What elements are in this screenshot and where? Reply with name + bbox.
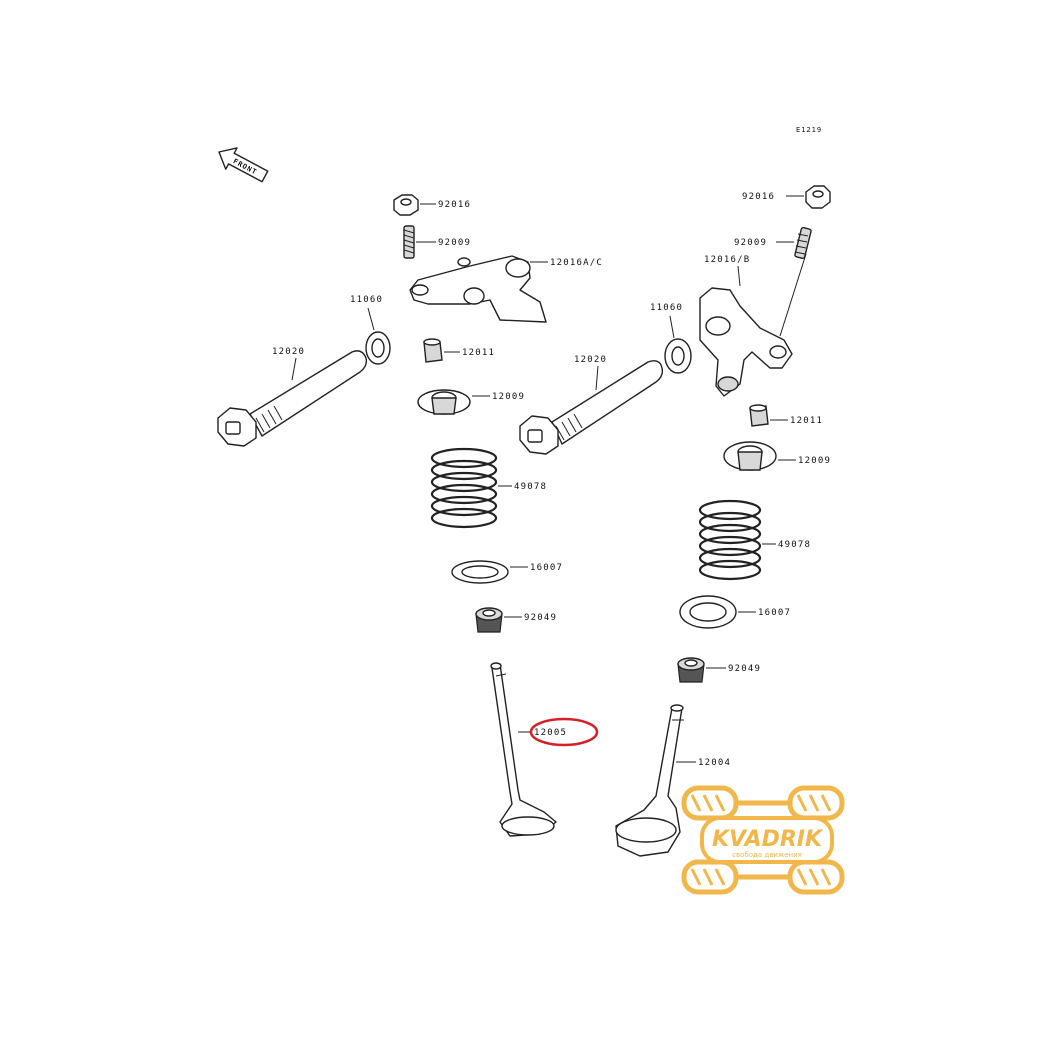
valve-spring-49078-left xyxy=(430,447,498,529)
label-12011-right: 12011 xyxy=(790,416,823,426)
valve-12005 xyxy=(490,662,557,837)
kvadrik-logo: KVADRIK свобода движения xyxy=(681,785,845,895)
retainer-12009-left xyxy=(417,389,471,415)
adjusting-screw-92009-left xyxy=(403,225,415,259)
label-92016-left: 92016 xyxy=(438,200,471,210)
label-49078-left: 49078 xyxy=(514,482,547,492)
label-12016b: 12016/B xyxy=(704,255,750,265)
rocker-arm-12016ac xyxy=(409,255,547,323)
valve-spring-49078-right xyxy=(698,499,762,581)
oil-seal-92049-left xyxy=(475,607,503,633)
label-92009-right: 92009 xyxy=(734,238,767,248)
nut-92016-right xyxy=(805,185,831,209)
label-11060-left: 11060 xyxy=(350,295,383,305)
label-12009-right: 12009 xyxy=(798,456,831,466)
washer-11060-left xyxy=(365,331,391,365)
washer-11060-right xyxy=(664,338,692,374)
front-arrow-icon: FRONT xyxy=(218,147,269,183)
label-92009-left: 92009 xyxy=(438,238,471,248)
label-12005: 12005 xyxy=(534,728,567,738)
rocker-shaft-12020-right xyxy=(519,360,664,455)
label-12016ac: 12016A/C xyxy=(550,258,603,268)
label-12011-left: 12011 xyxy=(462,348,495,358)
logo-tagline: свобода движения xyxy=(732,851,802,859)
highlight-ring-12005 xyxy=(529,717,599,747)
rocker-shaft-12020-left xyxy=(217,350,368,447)
label-16007-left: 16007 xyxy=(530,563,563,573)
adjusting-screw-92009-right xyxy=(794,226,812,260)
spring-seat-16007-left xyxy=(451,560,509,584)
oil-seal-92049-right xyxy=(677,657,705,683)
valve-12004 xyxy=(615,704,684,857)
nut-92016-left xyxy=(393,194,419,216)
retainer-12009-right xyxy=(723,441,777,471)
label-16007-right: 16007 xyxy=(758,608,791,618)
collet-12011-left xyxy=(423,338,443,363)
label-92049-right: 92049 xyxy=(728,664,761,674)
label-12004: 12004 xyxy=(698,758,731,768)
collet-12011-right xyxy=(749,404,769,427)
label-92016-right: 92016 xyxy=(742,192,775,202)
label-49078-right: 49078 xyxy=(778,540,811,550)
logo-name: KVADRIK xyxy=(712,827,824,852)
spring-seat-16007-right xyxy=(679,595,737,629)
label-12020-right: 12020 xyxy=(574,355,607,365)
label-92049-left: 92049 xyxy=(524,613,557,623)
label-12020-left: 12020 xyxy=(272,347,305,357)
label-12009-left: 12009 xyxy=(492,392,525,402)
rocker-arm-12016b xyxy=(699,287,793,397)
diagram-code: E1219 xyxy=(796,126,822,134)
label-11060-right: 11060 xyxy=(650,303,683,313)
